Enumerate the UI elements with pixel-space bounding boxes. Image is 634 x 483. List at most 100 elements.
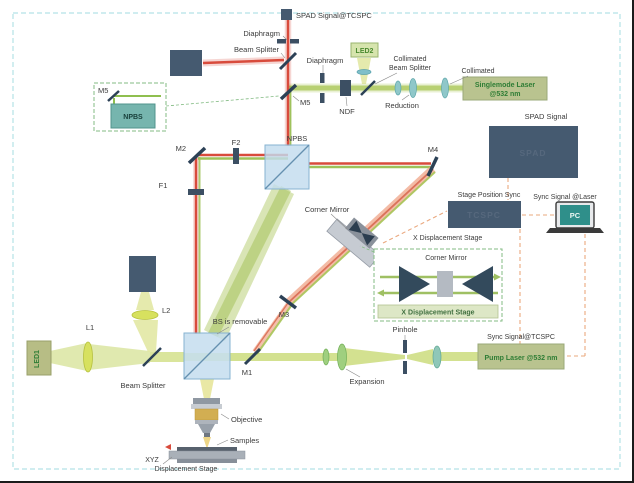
led2-box xyxy=(350,42,379,58)
label-diaphragm-top: Diaphragm xyxy=(243,29,280,38)
label-npbs: NPBS xyxy=(287,134,307,143)
label-x-displacement-stage: X Displacement Stage xyxy=(413,235,482,242)
label-inset-corner-mirror: Corner Mirror xyxy=(425,255,467,262)
diaphragm-top-icon xyxy=(277,39,299,44)
reduction-lens-2 xyxy=(409,78,417,98)
beam-red-detector xyxy=(202,58,285,65)
collimated-lens xyxy=(441,77,449,99)
label-m4: M4 xyxy=(428,145,438,154)
figure-frame xyxy=(12,12,621,470)
label-sync-signal-laser: Sync Signal @Laser xyxy=(533,194,597,201)
diaphragm-mid-icon xyxy=(320,73,325,103)
singlemode-laser-box xyxy=(462,76,548,101)
stage-motion-arrow xyxy=(165,444,171,450)
beam-laser-horizontal xyxy=(288,85,464,91)
label-pump-laser: Pump Laser @532 nm xyxy=(485,355,558,362)
pinhole-icon xyxy=(403,340,407,374)
label-sync-signal-tcspc: Sync Signal@TCSPC xyxy=(487,334,555,341)
label-f2: F2 xyxy=(232,138,241,147)
label-samples: Samples xyxy=(230,436,259,445)
sample-slide xyxy=(177,447,237,451)
mirror-m2 xyxy=(187,146,207,165)
lens-l1 xyxy=(83,341,93,373)
sample-stage xyxy=(165,444,246,463)
laptop-base xyxy=(546,228,604,233)
beam-bs-to-l2 xyxy=(133,320,158,352)
tcspc-box xyxy=(448,201,521,228)
label-led2: LED2 xyxy=(356,48,374,55)
beam-objective-focus xyxy=(203,437,211,449)
inset-m5-box xyxy=(93,82,280,132)
label-f1: F1 xyxy=(159,181,168,190)
label-inset-x-displacement-stage: X Displacement Stage xyxy=(401,310,474,317)
side-detector-box xyxy=(170,50,202,76)
camera-box xyxy=(129,256,156,292)
sync-connectors xyxy=(382,178,586,357)
npbs-cube xyxy=(264,144,310,190)
ndf-filter xyxy=(340,80,351,96)
label-ndf: NDF xyxy=(339,107,355,116)
beam-l1-to-bs xyxy=(89,344,150,370)
label-pinhole: Pinhole xyxy=(392,325,417,334)
label-corner-mirror: Corner Mirror xyxy=(305,205,350,214)
lens-l2 xyxy=(131,310,159,320)
mirror-m1 xyxy=(243,347,262,366)
label-m3: M3 xyxy=(279,310,289,319)
label-inset-m5: M5 xyxy=(98,86,108,95)
removable-bs-cube xyxy=(183,332,231,380)
laptop xyxy=(546,201,604,233)
label-spad-signal: SPAD Signal xyxy=(525,112,568,121)
beam-expansion-mid xyxy=(326,353,342,361)
beam-pinhole-to-lens xyxy=(407,349,433,365)
expansion-lens-1 xyxy=(322,348,330,366)
beam-cube-to-expansion xyxy=(230,353,326,361)
label-spad-signal-tcspc: SPAD Signal@TCSPC xyxy=(296,11,372,20)
label-singlemode-1: Singlemode Laser xyxy=(475,82,536,89)
inset-m5-leader xyxy=(165,95,280,107)
beam-m3-m1-green xyxy=(256,305,292,355)
label-leaders xyxy=(162,35,469,465)
label-xyz-2: Displacement Stage xyxy=(155,466,218,473)
label-singlemode-2: @532 nm xyxy=(490,91,521,98)
mirror-m3 xyxy=(278,294,298,310)
filter-f2 xyxy=(233,148,239,164)
beam-m3-m1-red xyxy=(253,302,289,352)
beam-green-diagonal-core xyxy=(208,186,291,337)
label-l1: L1 xyxy=(86,323,94,332)
relay-lens xyxy=(432,345,442,369)
inset-npbs-box xyxy=(110,103,156,129)
label-collimated: Collimated xyxy=(461,68,494,75)
sync-stage-tcspc xyxy=(382,210,448,244)
label-tcspc-box: TCSPC xyxy=(467,210,501,220)
inset-m5-border xyxy=(93,82,167,132)
inset-stage-bar xyxy=(377,304,499,319)
beam-lens-to-pump xyxy=(435,352,479,361)
label-led1: LED1 xyxy=(34,350,41,368)
label-collimated-bs-1: Collimated xyxy=(393,56,426,63)
collimated-bs-plate xyxy=(360,80,376,96)
label-beam-splitter-top: Beam Splitter xyxy=(234,45,280,54)
label-stage-position-sync: Stage Position Sync xyxy=(458,192,521,199)
label-bs-removable: BS is removable xyxy=(213,317,268,326)
beam-led1-cone xyxy=(50,343,87,371)
inset-corner-leader xyxy=(359,245,375,253)
spad-main-box xyxy=(489,126,578,178)
mirror-m5 xyxy=(279,83,298,101)
inset-corner-mirror-box xyxy=(359,245,503,322)
beam-bs-to-cube xyxy=(150,352,184,362)
label-reduction: Reduction xyxy=(385,101,419,110)
label-m5: M5 xyxy=(300,98,310,107)
beam-splitter-bottom-plate xyxy=(142,347,162,367)
label-m2: M2 xyxy=(176,144,186,153)
label-m1: M1 xyxy=(242,368,252,377)
inset-corner-post xyxy=(437,271,453,297)
mirror-m4 xyxy=(426,156,439,177)
beam-cube-to-objective xyxy=(200,379,214,399)
inset-arrow-left xyxy=(377,289,384,297)
filter-f1 xyxy=(188,189,204,195)
beams xyxy=(50,19,479,451)
spad-top-detector xyxy=(281,9,292,20)
label-xyz-1: XYZ xyxy=(145,457,159,464)
